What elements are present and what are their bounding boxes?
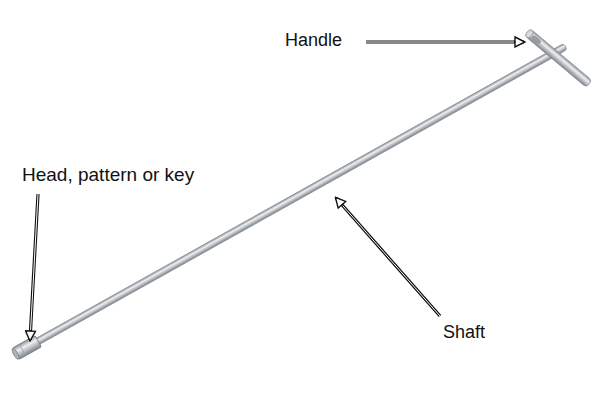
part-label: Head, pattern or key: [22, 164, 194, 187]
part-label: Handle: [285, 30, 342, 52]
part-label: Shaft: [443, 322, 485, 344]
t-handle: [524, 28, 592, 87]
leader-arrows: [30, 42, 524, 340]
shaft: [11, 41, 569, 361]
